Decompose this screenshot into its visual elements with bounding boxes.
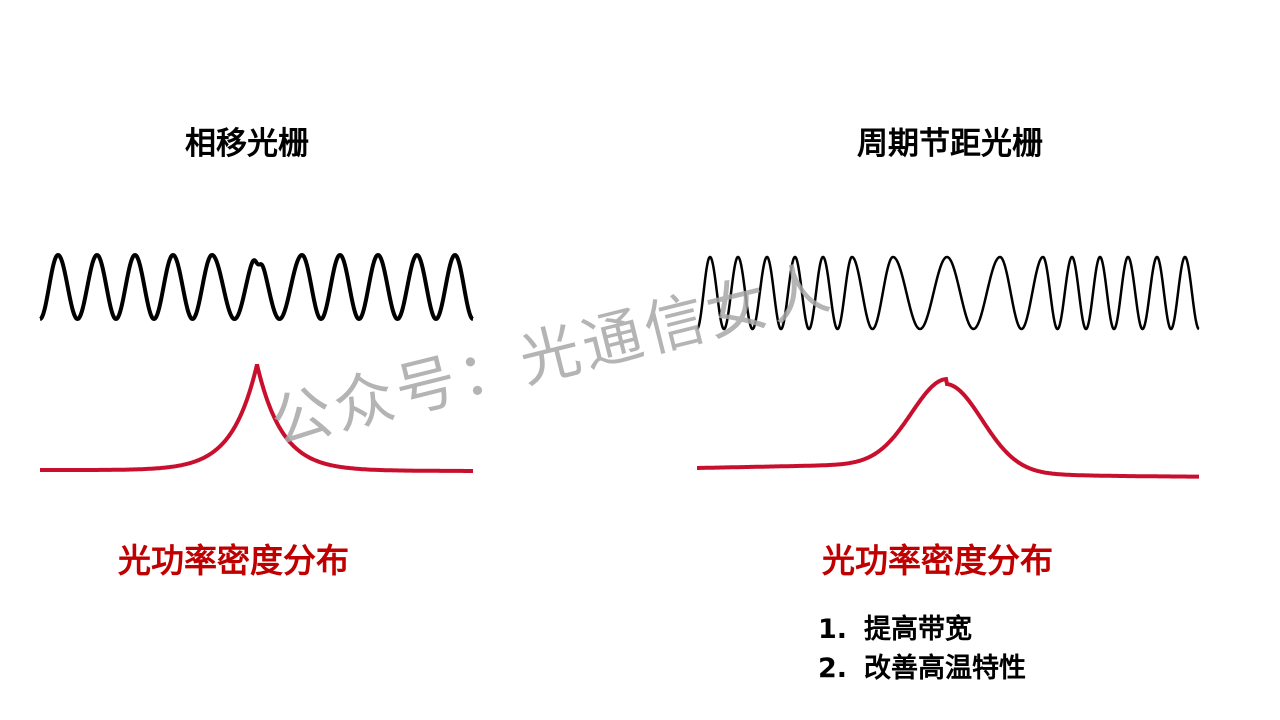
phase-shift-grating-waveform [39, 252, 474, 322]
list-item: 2.改善高温特性 [818, 653, 1026, 684]
benefits-list: 1.提高带宽 2.改善高温特性 [818, 610, 1026, 688]
chirped-grating-title: 周期节距光栅 [857, 126, 1043, 162]
chirped-power-curve [697, 376, 1199, 479]
phase-shift-grating-title: 相移光栅 [185, 126, 309, 162]
left-power-density-label: 光功率密度分布 [118, 541, 349, 580]
chirped-grating-waveform [696, 255, 1200, 331]
list-item: 1.提高带宽 [818, 614, 972, 645]
phase-shift-power-curve [40, 364, 473, 473]
right-power-density-label: 光功率密度分布 [822, 541, 1053, 580]
